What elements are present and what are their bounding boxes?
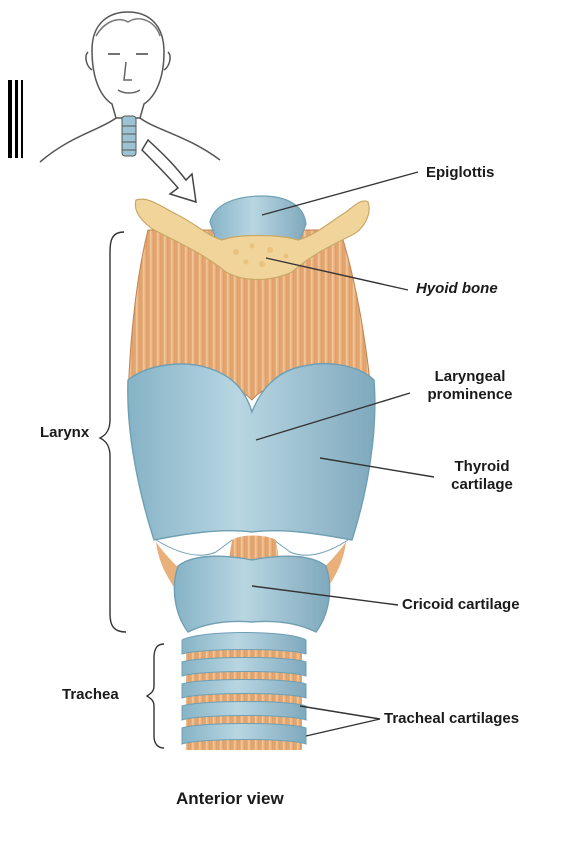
figure-caption: Anterior view <box>176 789 284 809</box>
label-thyroid-line1: Thyroid <box>436 458 528 476</box>
trachea <box>182 633 306 751</box>
epiglottis-shape <box>210 196 306 240</box>
orientation-trachea-mini <box>122 116 136 156</box>
label-laryngeal-prominence: Laryngeal prominence <box>410 368 530 404</box>
label-tracheal-cartilages: Tracheal cartilages <box>384 710 519 728</box>
label-trachea: Trachea <box>62 686 119 704</box>
label-cricoid-cartilage: Cricoid cartilage <box>402 596 520 614</box>
cricoid-cartilage-shape <box>174 556 329 632</box>
label-epiglottis: Epiglottis <box>426 164 494 182</box>
label-thyroid-line2: cartilage <box>436 476 528 494</box>
label-thyroid-cartilage: Thyroid cartilage <box>436 458 528 494</box>
label-laryngeal-line2: prominence <box>410 386 530 404</box>
scan-edge-marks <box>8 80 23 158</box>
trachea-brace <box>147 644 164 748</box>
orientation-arrow <box>142 140 196 202</box>
label-hyoid-bone: Hyoid bone <box>416 280 498 298</box>
larynx-brace <box>100 232 126 632</box>
label-larynx: Larynx <box>40 424 89 442</box>
label-laryngeal-line1: Laryngeal <box>410 368 530 386</box>
